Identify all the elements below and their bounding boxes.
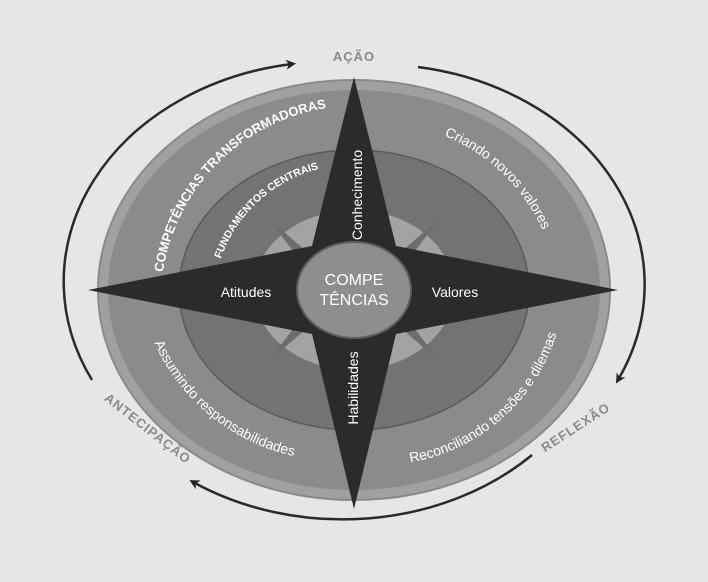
point-label-west: Atitudes [221, 284, 272, 300]
point-label-east: Valores [432, 284, 478, 300]
cycle-label-action: AÇÃO [333, 49, 375, 64]
cycle-arrow-bottom [189, 454, 533, 521]
center-label-line2: TÊNCIAS [319, 290, 388, 309]
point-label-south: Habilidades [345, 351, 361, 424]
center-label-line1: COMPE [325, 272, 384, 289]
cycle-arrow-top [62, 59, 296, 381]
center-circle [296, 241, 412, 339]
point-label-north: Conhecimento [349, 150, 365, 240]
cycle-arrow-right [417, 65, 646, 384]
